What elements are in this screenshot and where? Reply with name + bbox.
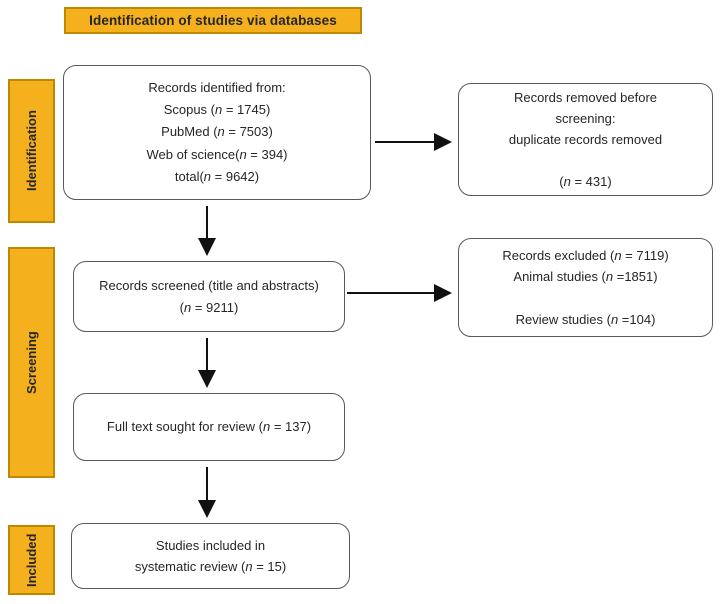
box-records-identified: Records identified from:Scopus (n = 1745… [63,65,371,200]
box-records-excluded: Records excluded (n = 7119)Animal studie… [458,238,713,337]
box-records-screened: Records screened (title and abstracts)(n… [73,261,345,332]
box-full-text-sought: Full text sought for review (n = 137) [73,393,345,461]
banner-label: Identification of studies via databases [89,13,337,28]
banner-identification-via-databases: Identification of studies via databases [64,7,362,34]
